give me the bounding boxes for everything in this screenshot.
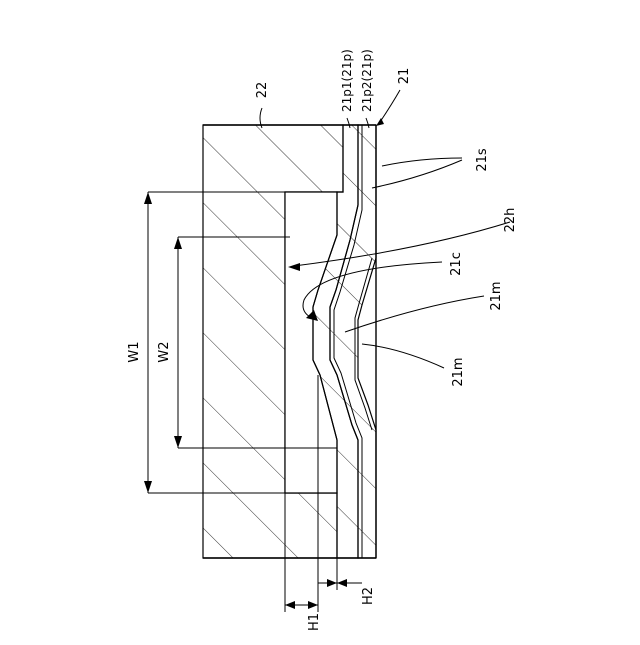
- label-21: 21: [397, 68, 412, 85]
- label-22h: 22h: [503, 208, 518, 233]
- h1-arrow-right: [308, 601, 318, 609]
- leader-21m-lower: [362, 344, 444, 368]
- w1-label: W1: [127, 341, 142, 362]
- label-21c: 21c: [449, 252, 464, 276]
- leader-21-arrow: [376, 118, 384, 126]
- label-22: 22: [255, 82, 270, 99]
- h2-label: H2: [361, 587, 376, 605]
- w2-arrow-bottom: [174, 436, 182, 448]
- h2-arrow-left: [327, 579, 337, 587]
- label-21m-lower: 21m: [451, 357, 466, 386]
- h1-label: H1: [307, 613, 322, 631]
- label-21p1: 21p1(21p): [340, 49, 354, 112]
- label-21s: 21s: [475, 148, 490, 172]
- w1-arrow-top: [144, 192, 152, 204]
- leader-21s-b: [372, 160, 462, 188]
- h2-arrow-right: [337, 579, 347, 587]
- label-21m-upper: 21m: [489, 281, 504, 310]
- w1-arrow-bottom: [144, 481, 152, 493]
- leader-21m-upper: [345, 296, 484, 332]
- w2-arrow-top: [174, 237, 182, 249]
- label-21p2: 21p2(21p): [360, 49, 374, 112]
- h1-arrow-left: [285, 601, 295, 609]
- leader-21: [380, 90, 400, 122]
- w2-label: W2: [157, 341, 172, 362]
